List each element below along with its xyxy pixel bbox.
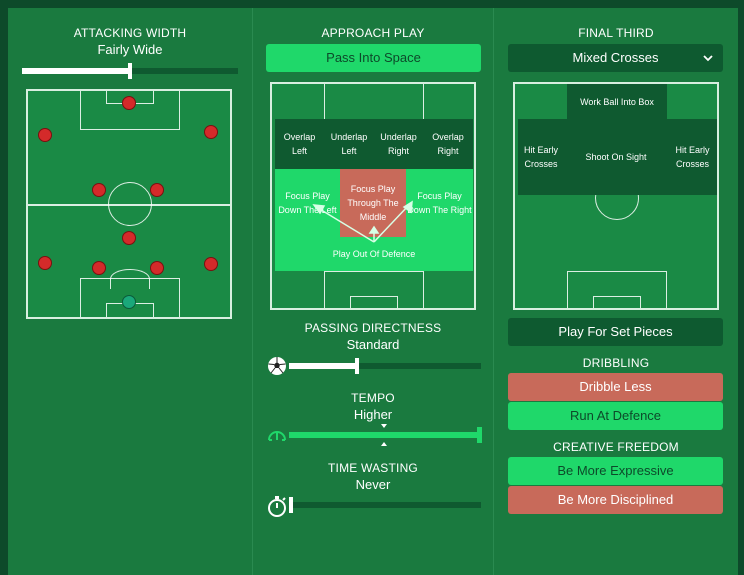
dribble-less-button[interactable]: Dribble Less	[508, 373, 723, 401]
bottom-penalty-box	[567, 271, 667, 308]
player-marker[interactable]	[204, 125, 218, 139]
passing-directness-value: Standard	[346, 337, 400, 352]
formation-pitch	[26, 89, 232, 319]
passing-directness-slider[interactable]	[289, 358, 481, 374]
dribbling-title: DRIBBLING	[582, 356, 650, 370]
bottom-goal-box	[593, 296, 641, 308]
approach-play-title: APPROACH PLAY	[321, 26, 425, 40]
zone-focus-right[interactable]: Focus Play Down The Right	[406, 169, 473, 237]
zone-underlap-left[interactable]: Underlap Left	[324, 119, 374, 169]
attacking-width-fill	[22, 68, 130, 74]
run-at-defence-button[interactable]: Run At Defence	[508, 402, 723, 430]
tempo-slider[interactable]	[289, 424, 482, 446]
time-wasting-handle[interactable]	[289, 497, 293, 513]
final-third-dropdown[interactable]: Mixed Crosses	[508, 44, 723, 72]
player-marker[interactable]	[122, 231, 136, 245]
player-marker[interactable]	[150, 261, 164, 275]
zone-focus-left[interactable]: Focus Play Down The Left	[275, 169, 340, 237]
time-wasting-slider[interactable]	[289, 497, 481, 513]
player-marker[interactable]	[38, 128, 52, 142]
zone-focus-middle[interactable]: Focus Play Through The Middle	[340, 169, 406, 237]
time-wasting-value: Never	[355, 477, 391, 492]
attacking-width-handle[interactable]	[128, 63, 132, 79]
chevron-down-icon	[703, 55, 713, 62]
be-more-expressive-button[interactable]: Be More Expressive	[508, 457, 723, 485]
tempo-handle[interactable]	[477, 427, 482, 443]
attacking-width-column: ATTACKING WIDTH Fairly Wide	[8, 8, 252, 575]
pass-into-space-button[interactable]: Pass Into Space	[266, 44, 481, 72]
zone-work-ball-into-box[interactable]: Work Ball Into Box	[567, 84, 667, 119]
passing-directness-fill	[289, 363, 359, 369]
approach-play-column: APPROACH PLAY Pass Into Space Overlap Le…	[252, 8, 494, 575]
top-penalty-box	[80, 91, 180, 130]
passing-directness-handle[interactable]	[355, 358, 359, 374]
zone-underlap-right[interactable]: Underlap Right	[374, 119, 423, 169]
player-marker[interactable]	[204, 257, 218, 271]
be-more-disciplined-button[interactable]: Be More Disciplined	[508, 486, 723, 514]
player-marker[interactable]	[92, 183, 106, 197]
zone-shoot-on-sight[interactable]: Shoot On Sight	[564, 119, 668, 195]
bottom-penalty-arc	[110, 269, 150, 289]
final-third-pitch: Work Ball Into Box Hit Early Crosses Sho…	[513, 82, 719, 310]
player-marker[interactable]	[38, 256, 52, 270]
attacking-width-value: Fairly Wide	[97, 42, 163, 57]
tactics-panel: ATTACKING WIDTH Fairly Wide	[8, 8, 738, 575]
player-marker[interactable]	[122, 96, 136, 110]
tempo-recommended-marker	[381, 424, 387, 446]
stopwatch-icon	[268, 496, 286, 517]
final-third-column: FINAL THIRD Mixed Crosses Work Ball Into…	[494, 8, 738, 575]
tempo-value: Higher	[353, 407, 393, 422]
time-wasting-title: TIME WASTING	[328, 461, 418, 475]
zone-play-out-of-defence[interactable]: Play Out Of Defence	[275, 237, 473, 271]
centre-circle	[108, 182, 152, 226]
attacking-width-title: ATTACKING WIDTH	[73, 26, 187, 40]
bottom-penalty-box	[324, 271, 424, 308]
tempo-title: TEMPO	[351, 391, 395, 405]
final-third-dropdown-value: Mixed Crosses	[572, 50, 659, 65]
creative-freedom-title: CREATIVE FREEDOM	[553, 440, 679, 454]
zone-overlap-left[interactable]: Overlap Left	[275, 119, 324, 169]
zone-overlap-right[interactable]: Overlap Right	[423, 119, 473, 169]
final-third-title: FINAL THIRD	[578, 26, 654, 40]
approach-pitch: Overlap Left Underlap Left Underlap Righ…	[270, 82, 476, 310]
bottom-goal-box	[350, 296, 398, 308]
football-icon	[268, 357, 286, 375]
attacking-width-slider[interactable]	[22, 63, 238, 79]
passing-directness-title: PASSING DIRECTNESS	[304, 321, 442, 335]
zone-hit-early-crosses-left[interactable]: Hit Early Crosses	[518, 119, 564, 195]
gauge-icon	[268, 431, 286, 441]
player-marker[interactable]	[92, 261, 106, 275]
passing-arrows-icon	[312, 200, 413, 243]
player-marker[interactable]	[150, 183, 164, 197]
play-for-set-pieces-button[interactable]: Play For Set Pieces	[508, 318, 723, 346]
zone-hit-early-crosses-right[interactable]: Hit Early Crosses	[668, 119, 717, 195]
goalkeeper-marker[interactable]	[122, 295, 136, 309]
